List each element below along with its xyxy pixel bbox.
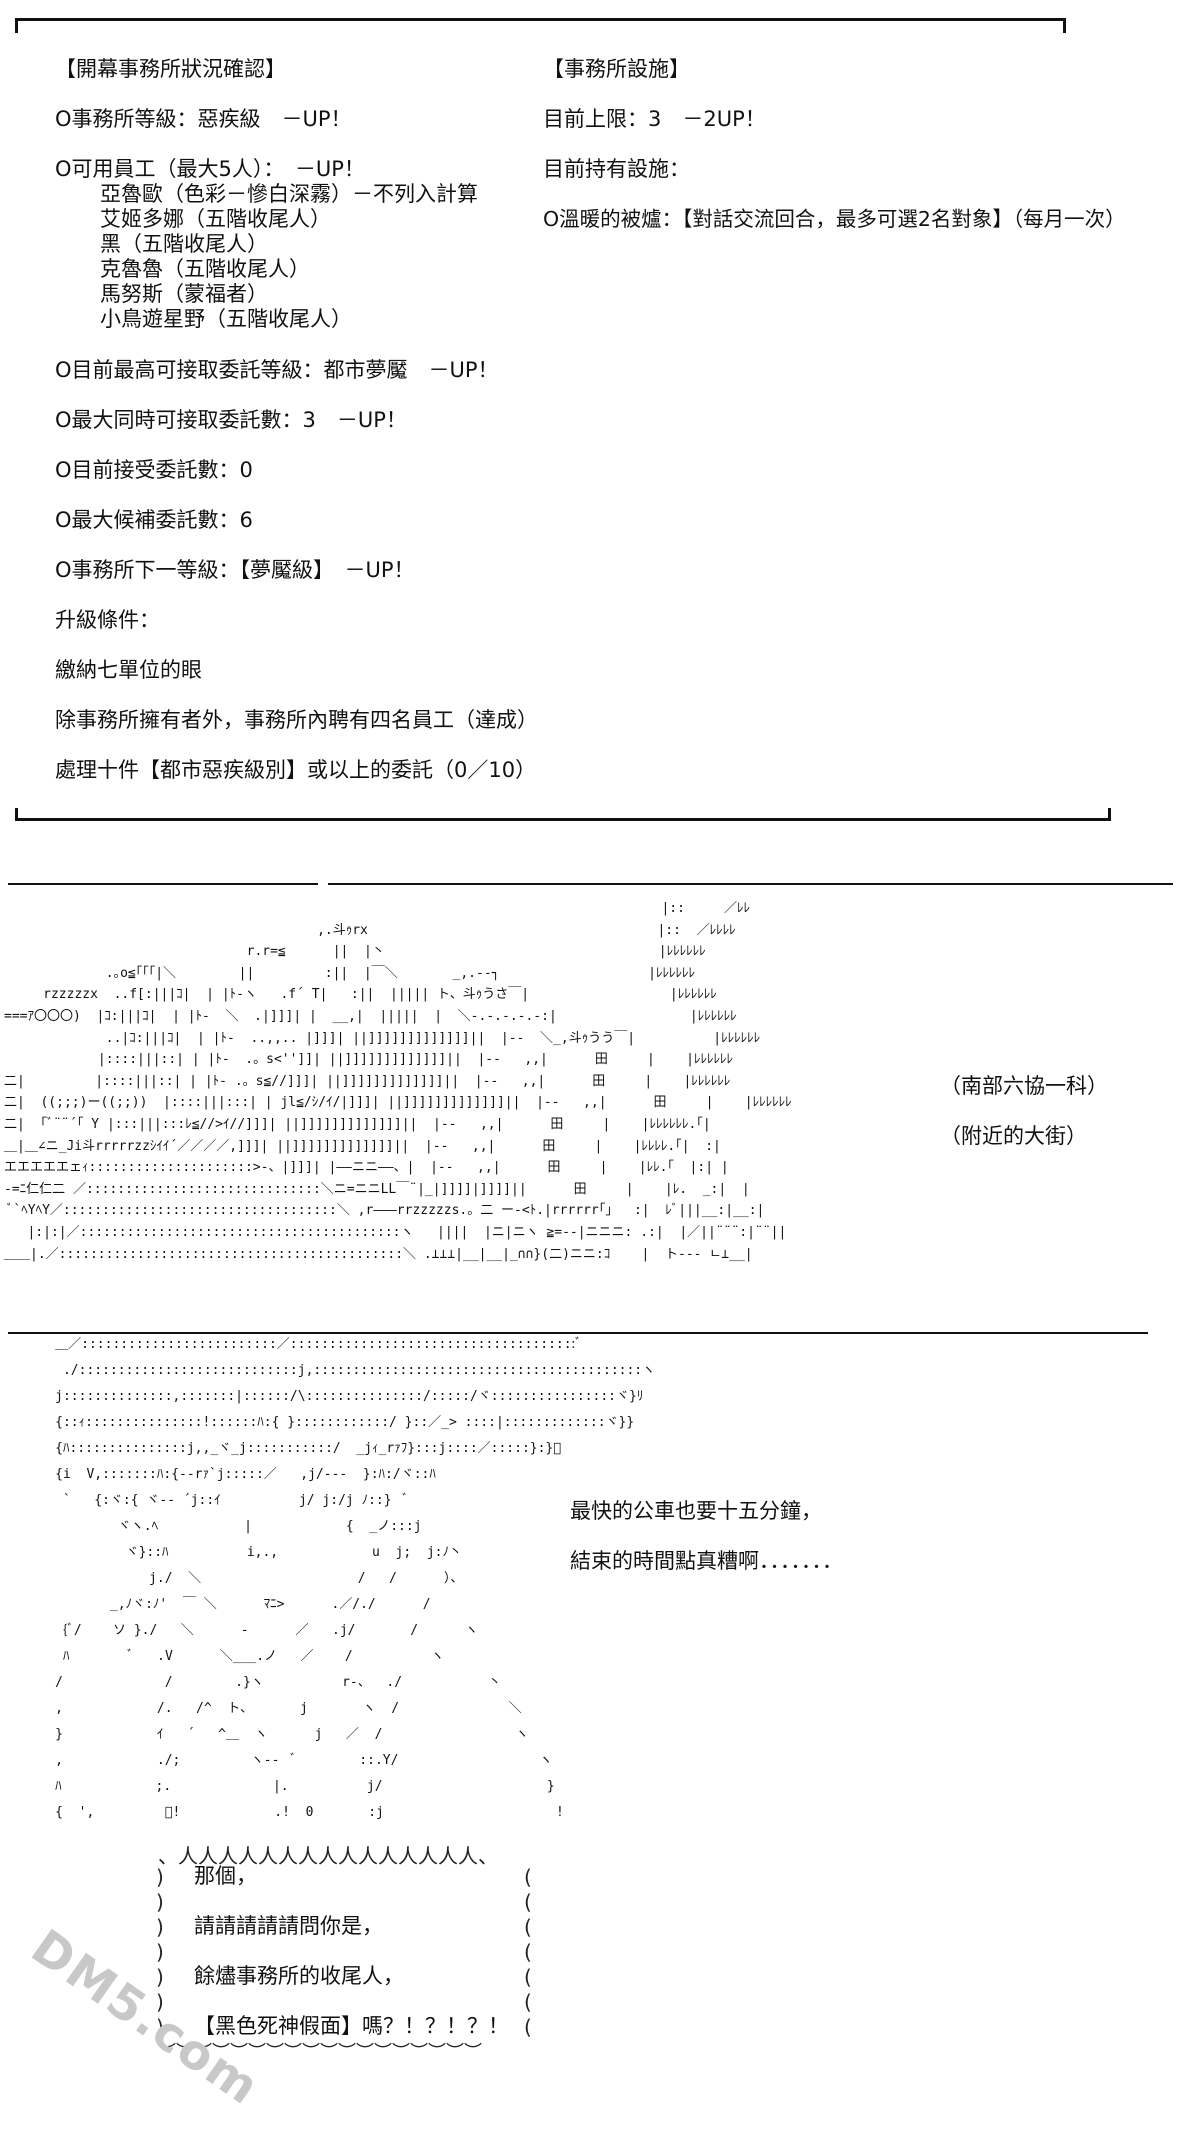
max-simultaneous: O最大同時可接取委託數：3 －UP！	[55, 408, 407, 432]
next-rank: O事務所下一等級：【夢魘級】 －UP！	[55, 558, 415, 582]
watermark-logo: DM5.com	[21, 1918, 271, 2117]
staff-item: 克魯魯（五階收尾人）	[100, 257, 310, 281]
status-title: 【開幕事務所狀況確認】	[55, 57, 286, 81]
narration-line: 最快的公車也要十五分鐘，	[570, 1499, 822, 1523]
speech-border-bottom: ︶︶︶︶︶︶︶︶︶︶︶︶︶︶︶︶︶︶	[158, 2042, 482, 2063]
staff-item: 黑（五階收尾人）	[100, 232, 268, 256]
facility-item: O溫暖的被爐：【對話交流回合，最多可選2名對象】（每月一次）	[543, 207, 1126, 231]
location-caption: （南部六協一科）	[940, 1074, 1108, 1098]
condition-item: 除事務所擁有者外，事務所內聘有四名員工（達成）	[55, 708, 538, 732]
narration-line: 結束的時間點真糟啊．．．．．．．	[570, 1549, 843, 1573]
status-bracket-bottom	[15, 808, 1111, 821]
city-ascii-art: |:: ／ﾚﾚ ,.斗ｩrx |:: ／ﾚﾚﾚﾚ r.r=≦ || |丶 |ﾚﾚ…	[4, 901, 792, 1262]
facility-limit: 目前上限：3 －2UP！	[543, 107, 766, 131]
speech-border-right: ( ( ( ( ( ( (	[524, 1865, 532, 2039]
separator-rule	[328, 883, 1173, 885]
max-candidates: O最大候補委託數：6	[55, 508, 253, 532]
speech-border-left: ) ) ) ) ) ) )	[156, 1865, 164, 2039]
status-bracket-top	[15, 18, 1066, 33]
speech-line: 【黑色死神假面】嗎？！？！？！	[194, 2014, 509, 2038]
figure-ascii-art: ＿／:::::::::::::::::::::::::／::::::::::::…	[55, 1337, 656, 1820]
condition-item: 處理十件【都市惡疾級別】或以上的委託（0／10）	[55, 758, 537, 782]
upgrade-conditions-label: 升級條件：	[55, 608, 160, 632]
staff-item: 艾姬多娜（五階收尾人）	[100, 207, 331, 231]
max-grade: O目前最高可接取委託等級：都市夢魘 －UP！	[55, 358, 499, 382]
speech-bubble: 、人人人人人人人人人人人人人人人、 ) ) ) ) ) ) ) ( ( ( ( …	[156, 1840, 532, 2063]
speech-line: 請請請請請問你是，	[194, 1914, 383, 1938]
staff-item: 小鳥遊星野（五階收尾人）	[100, 307, 352, 331]
facility-owned-label: 目前持有設施：	[543, 157, 690, 181]
staff-heading: O可用員工（最大5人）： －UP！	[55, 157, 365, 181]
speech-line: 餘燼事務所的收尾人，	[194, 1964, 404, 1988]
separator-rule	[8, 883, 318, 885]
speech-line: 那個，	[194, 1864, 257, 1888]
speech-border-top: 、人人人人人人人人人人人人人人人、	[158, 1844, 498, 1868]
location-caption: （附近的大街）	[940, 1124, 1087, 1148]
staff-item: 馬努斯（蒙福者）	[100, 282, 268, 306]
facility-title: 【事務所設施】	[543, 57, 690, 81]
staff-item: 亞魯歐（色彩－慘白深霧）－不列入計算	[100, 182, 478, 206]
separator-rule	[8, 1332, 1148, 1334]
current-commissions: O目前接受委託數：0	[55, 458, 253, 482]
office-rank: O事務所等級：惡疾級 －UP！	[55, 107, 352, 131]
condition-item: 繳納七單位的眼	[55, 658, 202, 682]
